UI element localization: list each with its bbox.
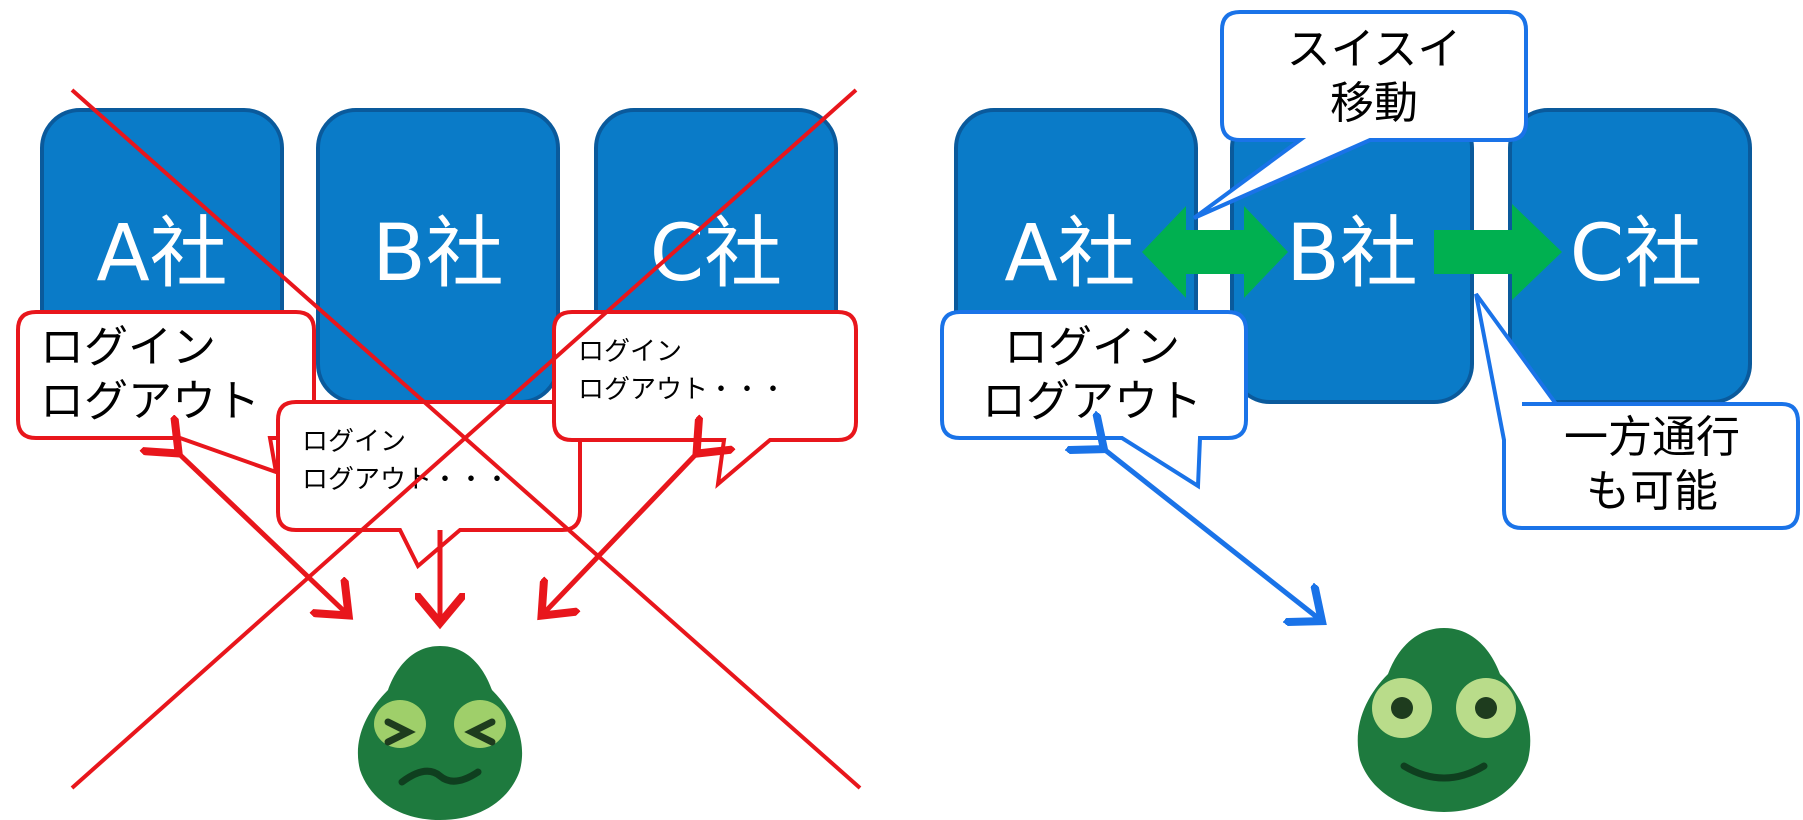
arrow-a-to-mascot: [175, 450, 345, 612]
mascot-happy-icon: [1357, 628, 1531, 812]
right-company-b-label: B社: [1286, 209, 1418, 299]
right-move-bubble-line-2: 移動: [1330, 78, 1418, 129]
right-company-a-label: A社: [1004, 209, 1135, 299]
right-oneway-bubble-line-1: 一方通行: [1564, 412, 1740, 463]
right-move-bubble-line-1: スイスイ: [1287, 24, 1462, 75]
left-panel: A社 B社 C社 ログイン ログアウト ログイン ログアウト・・・ ログイン ロ…: [16, 88, 862, 820]
left-bubble-1-line-2: ログアウト: [40, 376, 260, 427]
right-login-bubble-line-1: ログイン: [1004, 322, 1180, 373]
oneway-arrow-icon: [1434, 204, 1562, 300]
bidirectional-arrow-icon: [1142, 206, 1288, 298]
left-red-arrows: [175, 450, 700, 618]
mascot-sad-icon: [357, 646, 523, 820]
right-panel: A社 B社 C社 スイスイ 移動 ログイン ログアウト 一方通行: [940, 10, 1800, 812]
left-bubble-1-line-1: ログイン: [40, 322, 216, 373]
left-bubble-2: ログイン ログアウト・・・: [276, 400, 582, 570]
right-company-b: B社: [1230, 108, 1474, 404]
left-bubble-1: ログイン ログアウト: [16, 310, 316, 476]
right-login-bubble-line-2: ログアウト: [982, 376, 1202, 427]
right-oneway-bubble-line-2: も可能: [1586, 466, 1718, 517]
left-bubble-3: ログイン ログアウト・・・: [552, 310, 858, 489]
left-bubble-3-line-1: ログイン: [578, 337, 682, 367]
right-move-bubble: スイスイ 移動: [1192, 10, 1528, 220]
right-oneway-bubble: 一方通行 も可能: [1474, 292, 1800, 530]
left-bubble-2-line-1: ログイン: [302, 427, 406, 457]
cross-out-icon: [70, 88, 862, 790]
arrow-c-to-mascot: [545, 450, 700, 612]
right-company-c-label: C社: [1570, 209, 1702, 299]
left-bubble-3-line-2: ログアウト・・・: [578, 375, 786, 405]
left-company-b-label: B社: [372, 209, 504, 299]
left-company-a-label: A社: [96, 209, 227, 299]
left-company-b: B社: [316, 108, 560, 404]
right-login-bubble: ログイン ログアウト: [940, 310, 1248, 490]
login-to-mascot-arrow: [1100, 446, 1318, 618]
